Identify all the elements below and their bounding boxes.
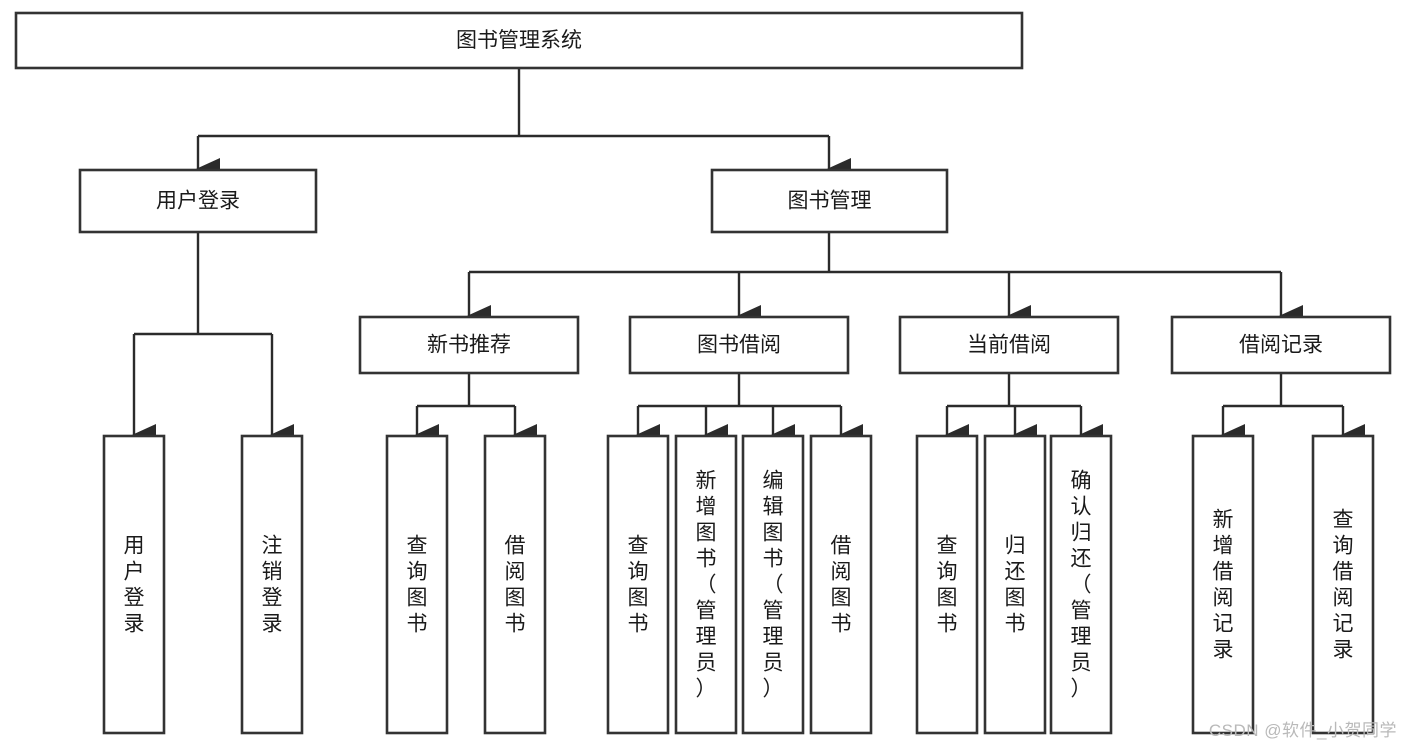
node-leaf-current-query[interactable]: 查询图书 (915, 434, 979, 735)
node-label: 编辑图书（管理员） (763, 470, 784, 701)
node-root[interactable]: 图书管理系统 (14, 11, 1024, 70)
node-leaf-borrow-add[interactable]: 新增图书（管理员） (674, 434, 738, 735)
node-leaf-borrow-lend[interactable]: 借阅图书 (809, 434, 873, 735)
node-label: 用户登录 (156, 190, 240, 213)
node-label: 注销登录 (262, 535, 283, 636)
connector-group (1220, 373, 1365, 446)
node-leaf-current-return[interactable]: 归还图书 (983, 434, 1047, 735)
node-label: 用户登录 (124, 535, 145, 636)
connector-group (195, 68, 851, 180)
node-label: 图书借阅 (697, 334, 781, 357)
node-label: 归还图书 (1005, 535, 1026, 636)
connector-lines (131, 68, 1365, 446)
node-label: 图书管理 (788, 190, 872, 213)
node-boxes: 图书管理系统用户登录图书管理新书推荐图书借阅当前借阅借阅记录用户登录注销登录查询… (14, 11, 1392, 735)
csdn-watermark: CSDN @软件_小贺同学 (1208, 721, 1397, 740)
node-label: 查询图书 (628, 535, 649, 636)
node-book-borrow[interactable]: 图书借阅 (628, 315, 850, 375)
node-book-manage[interactable]: 图书管理 (710, 168, 949, 234)
node-leaf-current-confirm[interactable]: 确认归还（管理员） (1049, 434, 1113, 735)
node-label: 借阅记录 (1239, 334, 1323, 357)
node-leaf-borrow-query[interactable]: 查询图书 (606, 434, 670, 735)
node-label: 借阅图书 (831, 535, 852, 636)
node-label: 查询借阅记录 (1333, 509, 1354, 662)
node-label: 新书推荐 (427, 334, 511, 357)
node-leaf-rec-query[interactable]: 查询图书 (385, 434, 449, 735)
node-leaf-borrow-edit[interactable]: 编辑图书（管理员） (741, 434, 805, 735)
node-current-borrow[interactable]: 当前借阅 (898, 315, 1120, 375)
node-leaf-user-logout[interactable]: 注销登录 (240, 434, 304, 735)
node-label: 查询图书 (937, 535, 958, 636)
connector-group (414, 373, 537, 446)
connector-group (635, 373, 863, 446)
node-label: 当前借阅 (967, 334, 1051, 357)
node-leaf-record-query[interactable]: 查询借阅记录 (1311, 434, 1375, 735)
node-label: 查询图书 (407, 535, 428, 636)
connector-group (944, 373, 1103, 446)
node-leaf-record-add[interactable]: 新增借阅记录 (1191, 434, 1255, 735)
node-leaf-rec-borrow[interactable]: 借阅图书 (483, 434, 547, 735)
node-label: 借阅图书 (505, 535, 526, 636)
node-label: 新增借阅记录 (1213, 509, 1234, 662)
node-new-book-rec[interactable]: 新书推荐 (358, 315, 580, 375)
node-label: 图书管理系统 (456, 29, 582, 52)
connector-group (131, 232, 294, 446)
node-user-login[interactable]: 用户登录 (78, 168, 318, 234)
node-label: 新增图书（管理员） (696, 470, 717, 701)
node-borrow-record[interactable]: 借阅记录 (1170, 315, 1392, 375)
node-leaf-user-login[interactable]: 用户登录 (102, 434, 166, 735)
connector-group (466, 232, 1303, 327)
node-label: 确认归还（管理员） (1071, 470, 1092, 701)
